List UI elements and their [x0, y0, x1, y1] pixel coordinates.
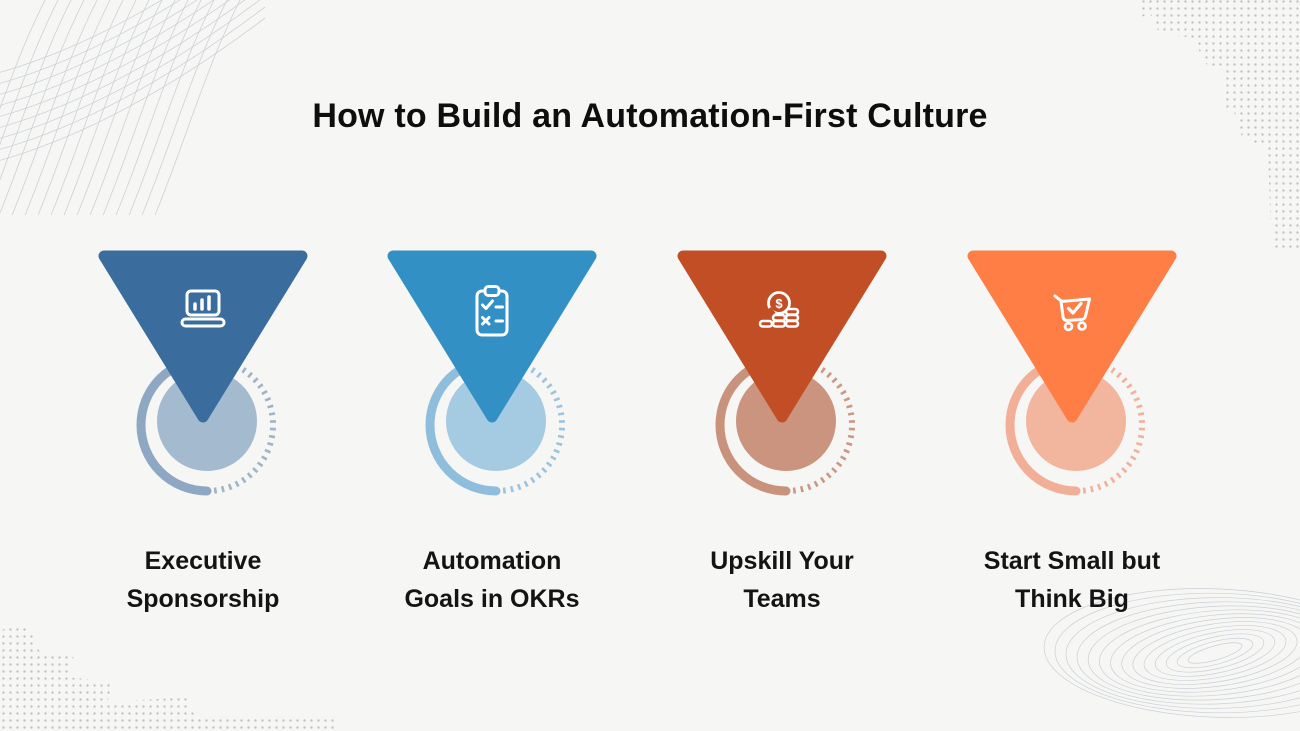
step-label: Upskill Your Teams: [652, 542, 912, 618]
step-label-line2: Goals in OKRs: [404, 585, 580, 613]
inverted-triangle: [967, 250, 1177, 423]
step-label-line2: Think Big: [1015, 585, 1129, 613]
inner-circle: [1026, 371, 1126, 471]
dollar-sign-glyph: $: [775, 296, 783, 311]
step-label: Executive Sponsorship: [73, 542, 333, 618]
checklist-icon: [475, 285, 509, 337]
inverted-triangle: [98, 250, 308, 423]
inner-circle: [157, 371, 257, 471]
step-label: Start Small but Think Big: [942, 542, 1202, 618]
step-upskill-your-teams: $ Upskill Your Teams: [652, 250, 912, 630]
step-label-line1: Automation: [422, 547, 562, 575]
inner-circle: [446, 371, 546, 471]
step-label-line1: Start Small but: [983, 547, 1161, 575]
step-label: Automation Goals in OKRs: [362, 542, 622, 618]
inverted-triangle: $: [677, 250, 887, 423]
inner-circle: [736, 371, 836, 471]
inverted-triangle: [387, 250, 597, 423]
triangle-shape: [98, 250, 308, 423]
step-automation-goals-okrs: Automation Goals in OKRs: [362, 250, 622, 630]
step-executive-sponsorship: Executive Sponsorship: [73, 250, 333, 630]
triangle-shape: [677, 250, 887, 423]
step-label-line2: Teams: [743, 585, 821, 613]
coins-dollar-icon: $: [758, 291, 800, 328]
cart-check-icon: [1053, 294, 1091, 332]
corner-dots-map-bottom-left: [0, 623, 335, 731]
triangle-shape: [967, 250, 1177, 423]
step-label-line1: Upskill Your: [710, 547, 854, 575]
step-start-small-think-big: Start Small but Think Big: [942, 250, 1202, 630]
step-label-line1: Executive: [144, 547, 262, 575]
laptop-analytics-icon: [180, 289, 226, 328]
step-label-line2: Sponsorship: [126, 585, 280, 613]
page-title: How to Build an Automation-First Culture: [312, 96, 988, 135]
